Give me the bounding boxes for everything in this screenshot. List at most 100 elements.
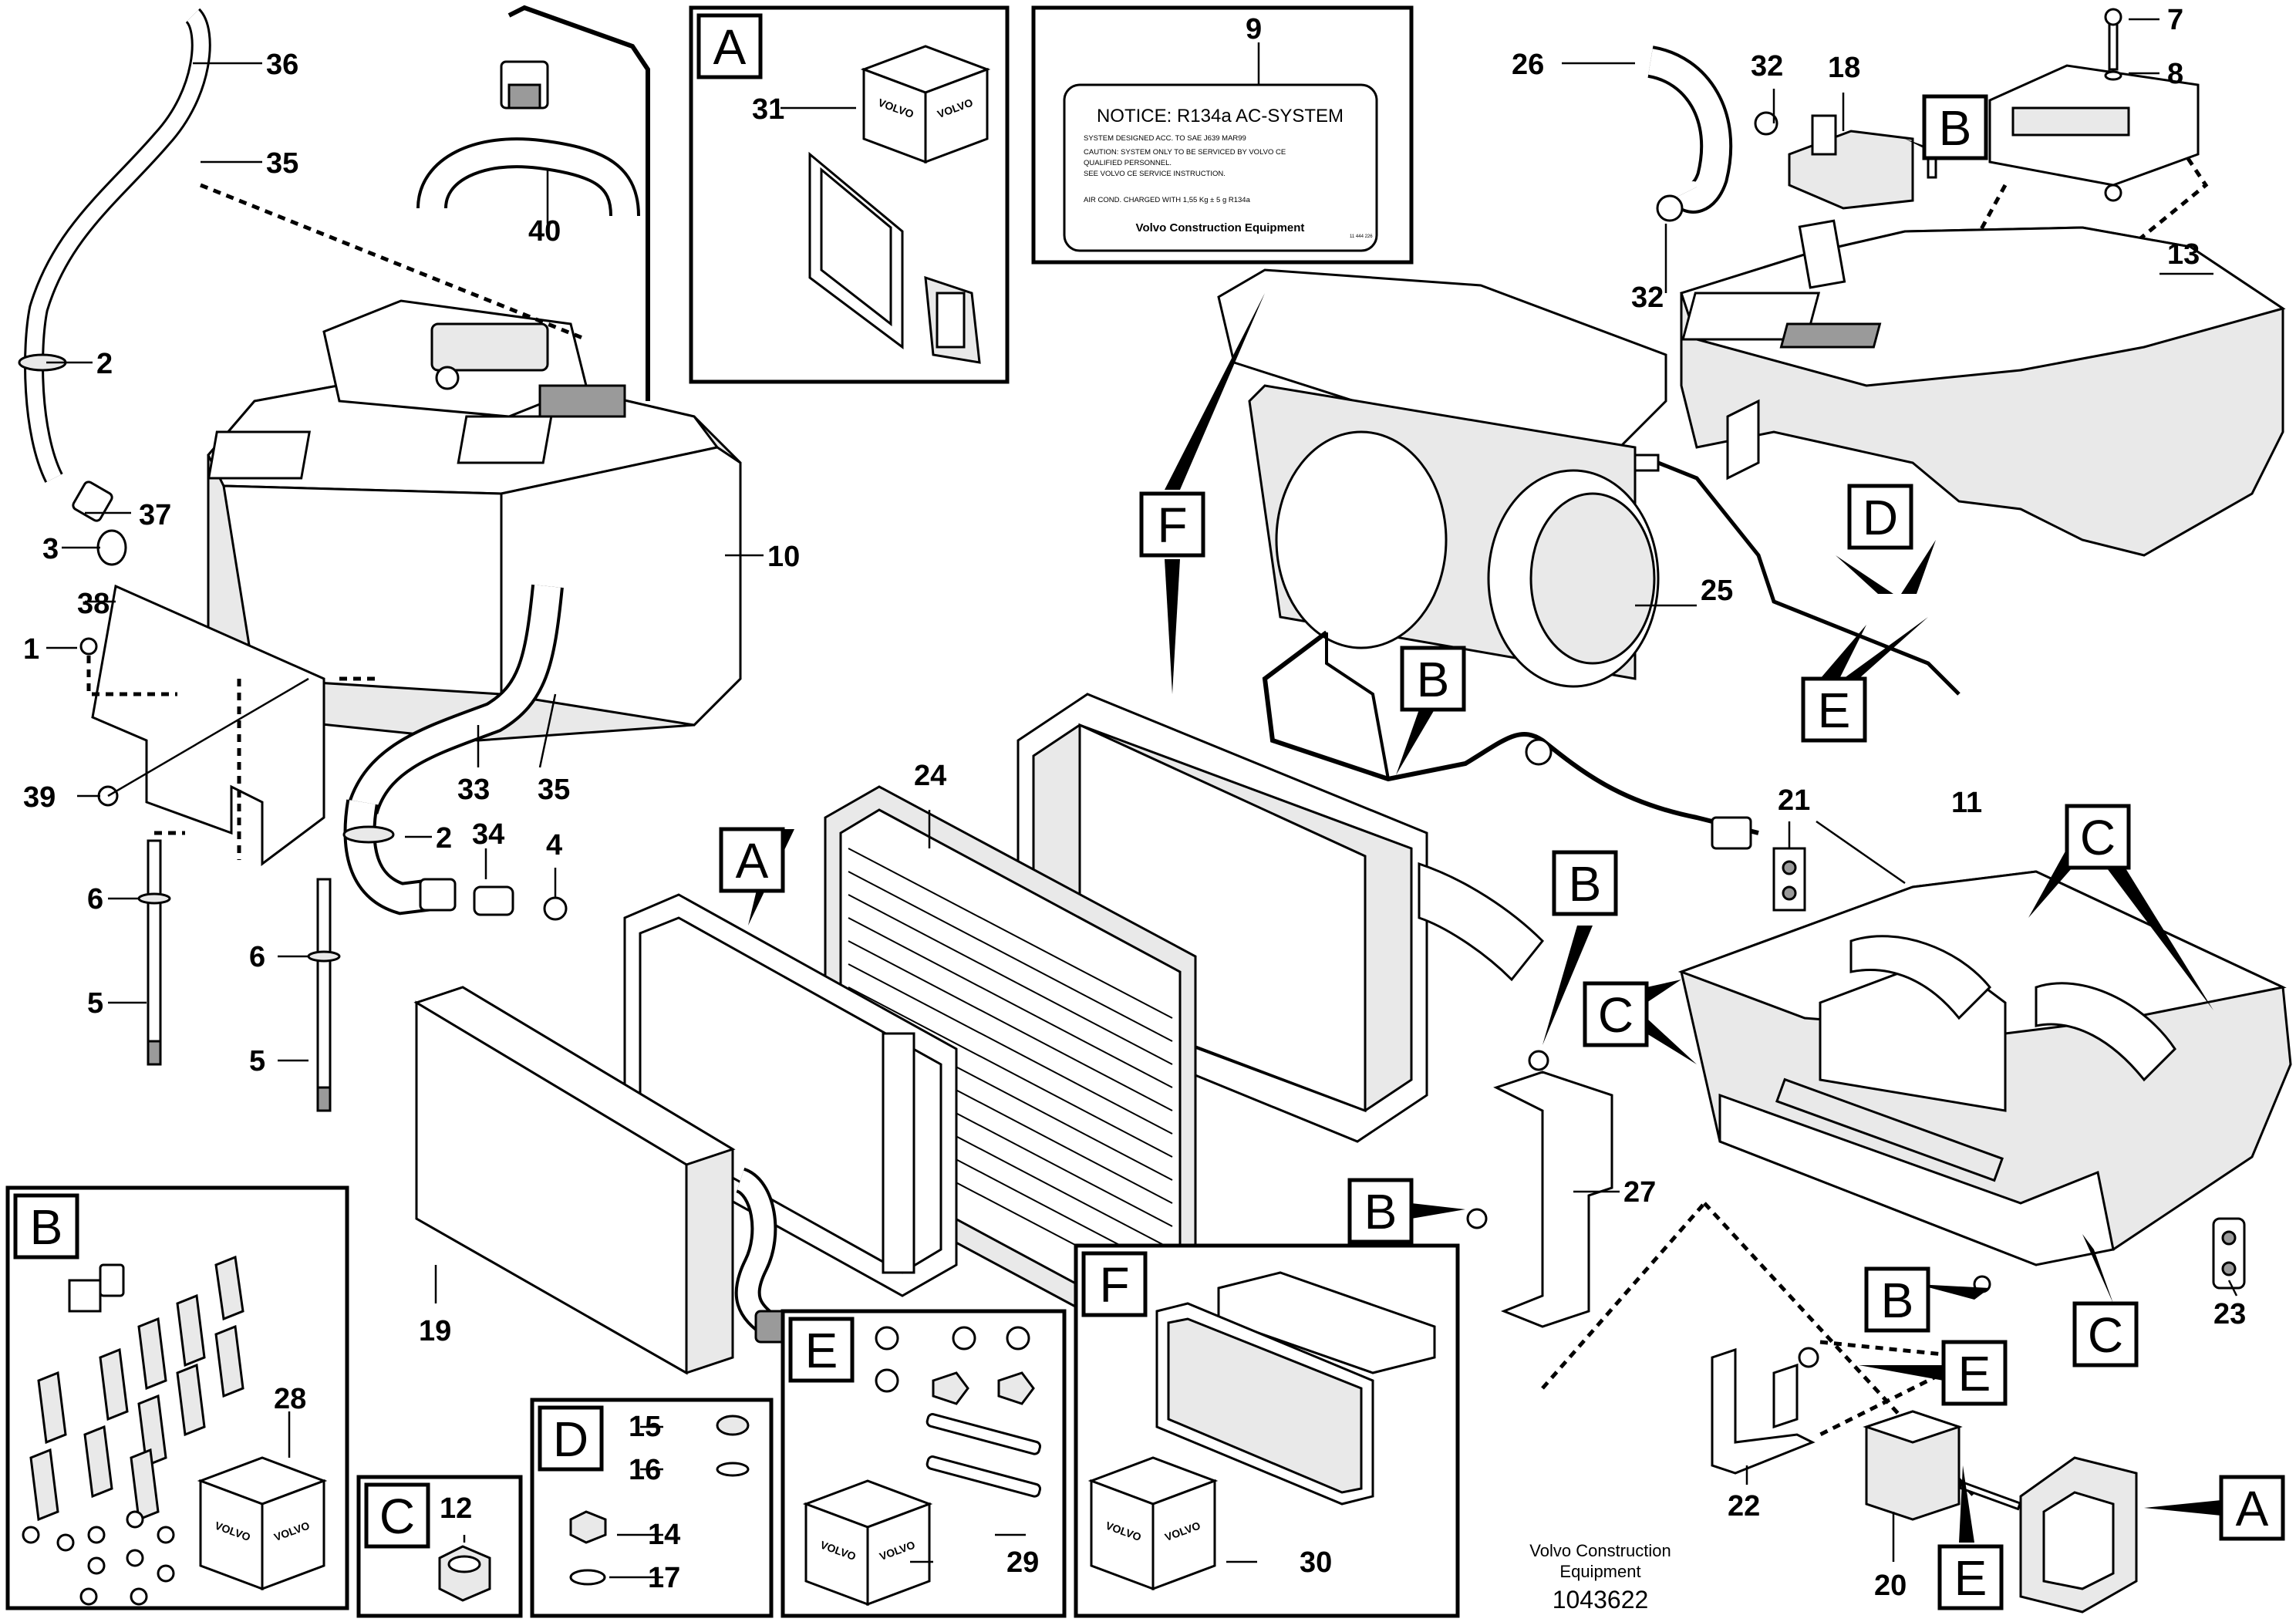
svg-text:F: F xyxy=(1157,497,1187,553)
callout-15: 15 xyxy=(629,1411,661,1443)
callout-35-top: 35 xyxy=(266,147,298,180)
filter-frame-a xyxy=(623,893,958,1297)
kit-b-box: B xyxy=(5,1185,349,1610)
callout-32-top: 32 xyxy=(1751,50,1783,83)
callout-8: 8 xyxy=(2167,58,2183,90)
svg-text:C: C xyxy=(2088,1307,2123,1363)
callout-23: 23 xyxy=(2213,1298,2246,1330)
leader-lines xyxy=(46,18,2238,1579)
callout-33: 33 xyxy=(457,774,490,806)
callout-25: 25 xyxy=(1701,575,1733,607)
svg-text:C: C xyxy=(1598,987,1633,1043)
svg-text:B: B xyxy=(1939,100,1972,156)
callout-35-bottom: 35 xyxy=(538,774,570,806)
svg-text:E: E xyxy=(1818,683,1851,738)
callout-38: 38 xyxy=(77,588,110,620)
letter-box-c-left: C xyxy=(1583,981,1649,1047)
callout-13: 13 xyxy=(2167,238,2200,271)
kit-d-box: D xyxy=(530,1398,774,1618)
kit-a-letter: A xyxy=(713,19,747,75)
svg-text:B: B xyxy=(1417,652,1450,707)
callout-5-right: 5 xyxy=(249,1045,265,1077)
callout-22: 22 xyxy=(1728,1490,1760,1523)
callout-19: 19 xyxy=(419,1315,451,1347)
letter-box-f-large: F xyxy=(1139,491,1205,558)
svg-text:A: A xyxy=(736,833,769,889)
letter-box-b-left: B xyxy=(1347,1178,1414,1244)
callout-39: 39 xyxy=(23,781,56,814)
callout-26: 26 xyxy=(1512,49,1544,81)
letter-box-c-top: C xyxy=(2065,804,2131,870)
letter-box-e-wire: E xyxy=(1801,676,1867,743)
kit-b-screws xyxy=(22,1510,175,1606)
diagram-number: 1043622 xyxy=(1553,1586,1649,1614)
lower-housing-11 xyxy=(1677,847,2292,1290)
kit-c-letter: C xyxy=(379,1489,415,1544)
kit-e-cube-icon: VOLVO VOLVO xyxy=(802,1479,933,1607)
callout-14: 14 xyxy=(648,1519,680,1551)
callout-29: 29 xyxy=(1006,1546,1039,1579)
notice-label-box: NOTICE: R134a AC-SYSTEM SYSTEM DESIGNED … xyxy=(1031,5,1414,265)
callout-16: 16 xyxy=(629,1454,661,1486)
notice-code: 11 444 226 xyxy=(1350,234,1373,239)
callout-6-left: 6 xyxy=(87,883,103,916)
callout-24: 24 xyxy=(914,760,946,792)
letter-box-c-lower: C xyxy=(2072,1301,2139,1367)
callout-12: 12 xyxy=(440,1492,472,1525)
notice-line-2: CAUTION: SYSTEM ONLY TO BE SERVICED BY V… xyxy=(1084,148,1286,157)
svg-text:E: E xyxy=(1958,1346,1991,1401)
kit-f-frame xyxy=(1155,1271,1436,1506)
callout-2-bottom: 2 xyxy=(436,822,452,855)
top-cover-assembly xyxy=(1647,8,2286,557)
callout-31: 31 xyxy=(752,93,784,126)
kit-e-box: E VOLVO VOLVO xyxy=(781,1309,1067,1618)
notice-line-4: SEE VOLVO CE SERVICE INSTRUCTION. xyxy=(1084,170,1226,178)
callout-11: 11 xyxy=(1951,787,1982,819)
svg-text:C: C xyxy=(2080,810,2116,865)
footer-line-1: Volvo Construction xyxy=(1529,1541,1671,1560)
kit-b-clips xyxy=(29,1255,244,1522)
letter-box-a-evap: A xyxy=(719,827,785,893)
kit-a-box: A VOLVO VOLVO xyxy=(689,5,1010,384)
brackets-and-valve xyxy=(1466,1050,2138,1614)
callout-37: 37 xyxy=(139,499,171,531)
callout-3: 3 xyxy=(42,533,59,565)
letter-box-d: D xyxy=(1847,484,1913,550)
svg-text:E: E xyxy=(1954,1550,1988,1606)
kit-f-letter: F xyxy=(1099,1257,1129,1313)
kit-b-letter: B xyxy=(30,1199,63,1255)
callout-9: 9 xyxy=(1246,13,1262,46)
notice-line-1: SYSTEM DESIGNED ACC. TO SAE J639 MAR99 xyxy=(1084,134,1246,143)
callout-5-left: 5 xyxy=(87,987,103,1020)
callout-40: 40 xyxy=(528,215,561,248)
wire-harness xyxy=(1262,454,1961,850)
kit-e-parts xyxy=(875,1326,1042,1498)
callout-1: 1 xyxy=(23,633,39,666)
kit-c-box: C xyxy=(356,1475,523,1618)
callout-6-right: 6 xyxy=(249,941,265,973)
notice-line-5: AIR COND. CHARGED WITH 1,55 Kg ± 5 g R13… xyxy=(1084,196,1251,204)
kit-e-letter: E xyxy=(805,1323,838,1378)
heater-unit-assembly xyxy=(18,5,742,1112)
svg-text:A: A xyxy=(2236,1481,2269,1536)
letter-box-b-lower: B xyxy=(1864,1266,1930,1333)
letter-box-e-lower: E xyxy=(1941,1340,2008,1406)
number-callouts: 36 35 2 37 3 38 1 39 10 40 33 35 2 34 4 … xyxy=(23,4,2246,1602)
blower-assembly xyxy=(1217,268,1667,688)
svg-text:D: D xyxy=(1863,490,1898,545)
footer-line-2: Equipment xyxy=(1559,1562,1640,1581)
heater-core-19 xyxy=(413,986,788,1375)
notice-brand: Volvo Construction Equipment xyxy=(1136,221,1305,234)
svg-text:B: B xyxy=(1569,856,1602,912)
svg-text:B: B xyxy=(1364,1184,1397,1239)
diagram-footer: Volvo Construction Equipment 1043622 xyxy=(1529,1541,1671,1614)
callout-4: 4 xyxy=(546,829,562,862)
kit-f-box: F VOLVO VOLVO xyxy=(1074,1243,1460,1618)
notice-title: NOTICE: R134a AC-SYSTEM xyxy=(1097,106,1344,126)
callout-30: 30 xyxy=(1300,1546,1332,1579)
callout-36: 36 xyxy=(266,49,298,81)
letter-box-e-bottom: E xyxy=(1937,1544,2004,1610)
letter-box-b-wire: B xyxy=(1400,646,1466,712)
callout-2-top: 2 xyxy=(96,348,113,380)
